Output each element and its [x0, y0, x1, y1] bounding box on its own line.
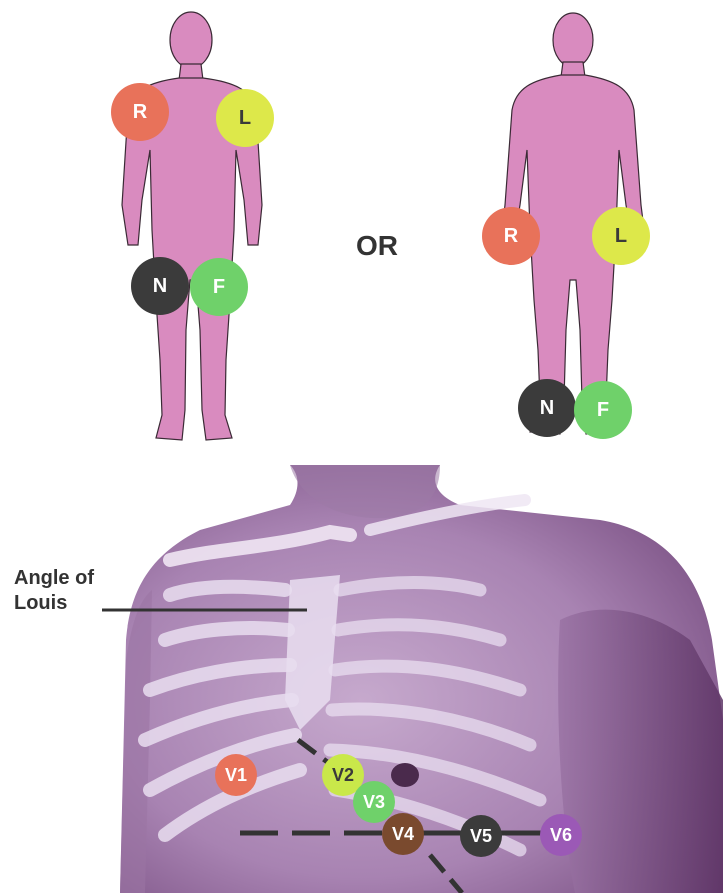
electrode-V3: V3: [353, 781, 395, 823]
electrode-F-label: F: [213, 276, 225, 298]
electrode-L-label: L: [239, 107, 251, 129]
electrode-V5-label: V5: [470, 826, 492, 846]
electrode-V6: V6: [540, 814, 582, 856]
electrode-N-label: N: [153, 275, 167, 297]
or-separator-label: OR: [356, 230, 398, 262]
electrode-R-left: R: [111, 83, 169, 141]
electrode-V1-label: V1: [225, 765, 247, 785]
electrode-F-left: F: [190, 258, 248, 316]
angle-of-louis-label: Angle of Louis: [14, 566, 94, 616]
angle-of-louis-line1: Angle of: [14, 566, 94, 591]
electrode-N-right: N: [518, 379, 576, 437]
electrode-N-left: N: [131, 257, 189, 315]
electrode-L-right: L: [592, 207, 650, 265]
electrode-V2-label: V2: [332, 765, 354, 785]
electrode-R-right: R: [482, 207, 540, 265]
electrode-R-label: R: [133, 101, 148, 123]
electrode-L-label: L: [615, 225, 627, 247]
electrode-N-label: N: [540, 397, 554, 419]
electrode-F-label: F: [597, 399, 609, 421]
electrode-V4: V4: [382, 813, 424, 855]
electrode-L-left: L: [216, 89, 274, 147]
electrode-V4-label: V4: [392, 824, 414, 844]
electrode-V3-label: V3: [363, 792, 385, 812]
body-silhouette-left: [122, 12, 262, 440]
angle-of-louis-line2: Louis: [14, 591, 94, 616]
electrode-V6-label: V6: [550, 825, 572, 845]
electrode-V1: V1: [215, 754, 257, 796]
electrode-F-right: F: [574, 381, 632, 439]
electrode-R-label: R: [504, 225, 519, 247]
electrode-V5: V5: [460, 815, 502, 857]
